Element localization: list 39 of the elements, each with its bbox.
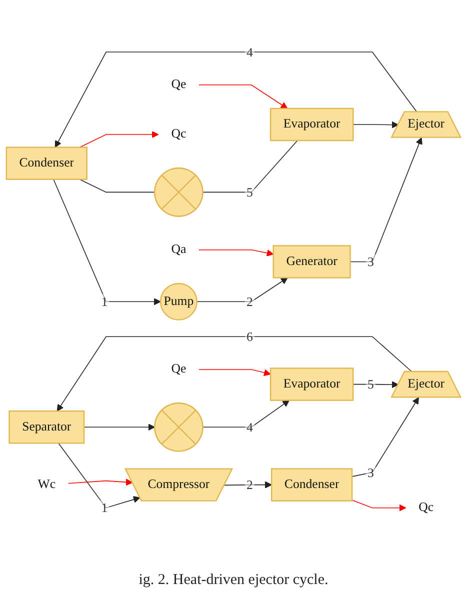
work-label: Wc bbox=[38, 477, 56, 492]
heat-label: Qe bbox=[171, 362, 186, 376]
process-box: Condenser bbox=[6, 146, 88, 180]
arrow bbox=[53, 178, 161, 306]
arrow bbox=[202, 400, 290, 428]
heat-label: Qe bbox=[171, 78, 186, 92]
arrow bbox=[352, 121, 399, 128]
connector-line bbox=[79, 178, 156, 192]
arrow bbox=[352, 500, 406, 512]
crossed-circle-icon bbox=[154, 167, 204, 217]
arrow bbox=[198, 249, 274, 256]
process-box: Evaporator bbox=[270, 368, 354, 401]
arrow bbox=[352, 380, 399, 388]
arrow bbox=[56, 336, 412, 412]
arrow bbox=[350, 137, 422, 262]
heat-label: Qa bbox=[171, 242, 186, 256]
arrow bbox=[198, 368, 271, 376]
process-box: Condenser bbox=[271, 468, 353, 502]
compressor-symbol: Compressor bbox=[124, 468, 234, 502]
caption: ig. 2. Heat-driven ejector cycle. bbox=[138, 572, 328, 589]
connector-line bbox=[202, 140, 298, 192]
process-box: Separator bbox=[8, 410, 85, 444]
arrow bbox=[58, 442, 140, 508]
arrow bbox=[196, 277, 288, 302]
arrow bbox=[54, 51, 418, 148]
arrow bbox=[198, 84, 288, 109]
pump-symbol: Pump bbox=[160, 282, 198, 320]
arrow bbox=[352, 397, 419, 477]
arrow bbox=[224, 481, 272, 488]
ejector-symbol: Ejector bbox=[390, 110, 462, 138]
crossed-circle-icon bbox=[154, 402, 204, 452]
arrow bbox=[84, 423, 155, 431]
process-box: Generator bbox=[272, 244, 351, 278]
process-box: Evaporator bbox=[270, 108, 354, 141]
arrow bbox=[68, 478, 133, 486]
ejector-symbol: Ejector bbox=[390, 370, 462, 398]
heat-label: Qc bbox=[418, 500, 434, 514]
heat-label: Qc bbox=[171, 127, 186, 141]
arrow bbox=[79, 130, 159, 148]
